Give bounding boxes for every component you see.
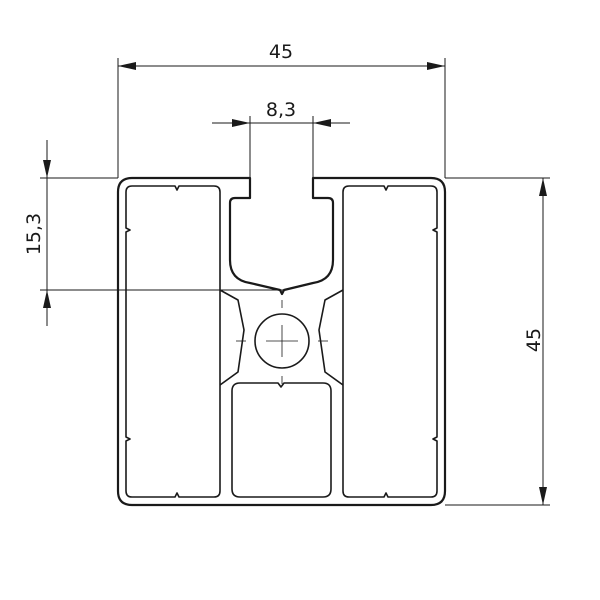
center-lines: [236, 300, 328, 384]
bottom-cavity: [231, 382, 332, 498]
slot-width-dimension: 8,3: [212, 99, 350, 127]
right-cavity: [342, 185, 438, 498]
core-bore: [254, 313, 310, 369]
height-dimension-label: 45: [523, 328, 545, 352]
left-cavity: [125, 185, 221, 498]
central-web: [219, 289, 245, 386]
slot-width-dimension-label: 8,3: [266, 99, 296, 121]
slot-depth-dimension: 15,3: [23, 140, 51, 326]
width-dimension-label: 45: [269, 41, 293, 63]
slot-depth-dimension-label: 15,3: [23, 213, 45, 255]
extension-lines: [40, 58, 550, 506]
width-dimension: 45: [118, 41, 445, 70]
profile-outline: [116, 176, 447, 507]
height-dimension: 45: [523, 178, 547, 505]
central-web-right: [318, 289, 344, 386]
